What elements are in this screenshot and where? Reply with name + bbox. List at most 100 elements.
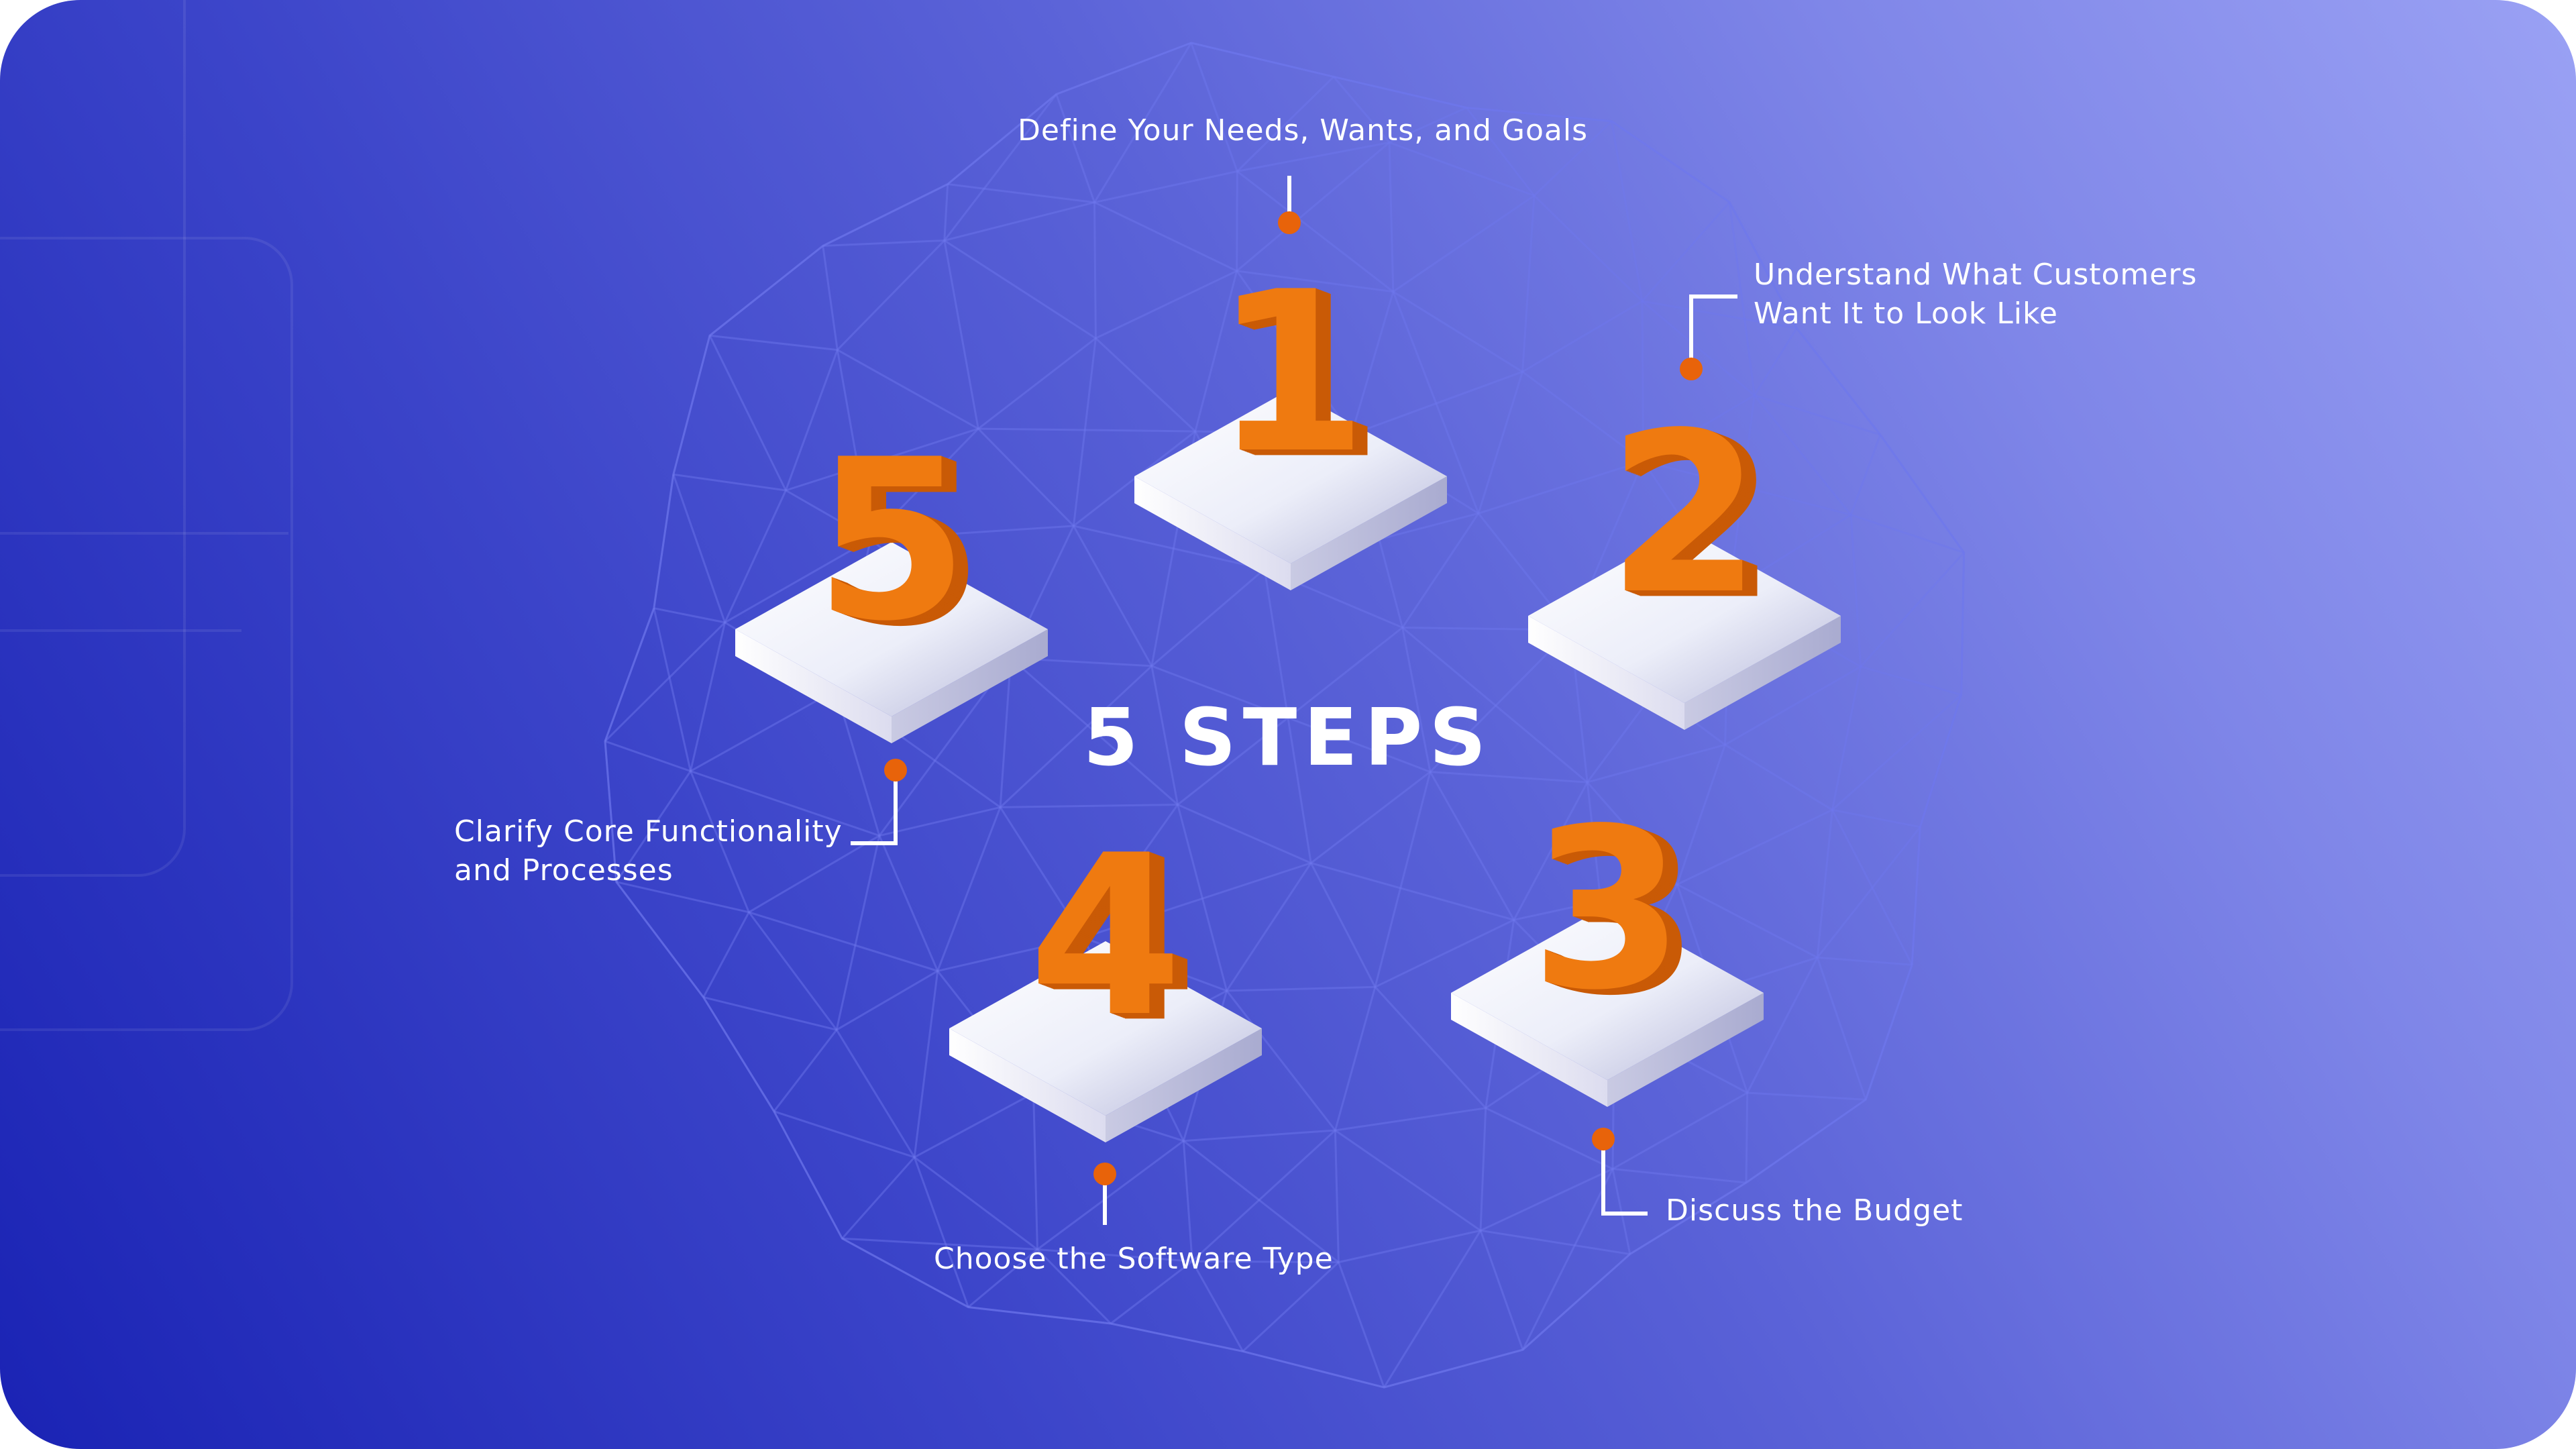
sphere-edge (1190, 42, 1238, 172)
sphere-edge (1611, 121, 1644, 302)
step-number-extrusion: 3 (1542, 786, 1697, 1043)
step-5-connector-dot (884, 759, 907, 782)
sphere-edge (1151, 665, 1289, 719)
step-5-connector-line (851, 781, 898, 845)
step-label-line: Understand What Customers (1754, 258, 2198, 292)
sphere-edge (1388, 142, 1395, 292)
step-number-extrusion: 2 (1618, 389, 1772, 647)
sphere-edge (748, 835, 880, 914)
sphere-edge (1612, 1167, 1747, 1184)
step-number-extrusion: 3 (1541, 785, 1695, 1042)
step-number-extrusion: 2 (1619, 390, 1774, 647)
sphere-edge (913, 1157, 969, 1308)
sphere-edge (1072, 338, 1097, 527)
step-number-extrusion: 2 (1612, 386, 1766, 644)
sphere-edge (653, 608, 692, 771)
step-2-number: 2 (1607, 385, 1762, 643)
sphere-edge (913, 971, 939, 1158)
sphere-edge (822, 246, 839, 350)
sphere-edge (1351, 370, 1523, 436)
sphere-edge (1754, 327, 1798, 396)
sphere-edge (1093, 42, 1192, 203)
sphere-edge (1513, 883, 1678, 921)
step-4-number: 4 (1028, 808, 1183, 1065)
platform-right-face (1607, 993, 1764, 1107)
step-number-extrusion: 1 (1220, 247, 1375, 504)
platform-left-face (1528, 616, 1684, 730)
step-number-extrusion: 4 (1040, 812, 1195, 1070)
step-number-extrusion: 4 (1030, 808, 1184, 1066)
sphere-edge (1073, 525, 1265, 570)
sphere-ring (689, 141, 1862, 1264)
sphere-edge (1401, 627, 1589, 784)
sphere-edge (1831, 809, 1913, 965)
platform-top-face (1528, 529, 1841, 703)
step-number-extrusion: 3 (1537, 784, 1691, 1041)
step-number-extrusion: 3 (1538, 784, 1692, 1041)
sphere-edge (1747, 1091, 1866, 1101)
sphere-edge (1724, 665, 1862, 746)
step-number-extrusion: 5 (821, 415, 975, 672)
step-4-connector-dot (1093, 1163, 1116, 1185)
step-number-extrusion: 3 (1535, 782, 1689, 1040)
sphere-edge (1226, 989, 1336, 1131)
sphere-edge (1287, 627, 1403, 719)
step-number-extrusion: 5 (816, 413, 971, 670)
step-number-extrusion: 2 (1614, 388, 1768, 645)
step-number-extrusion: 1 (1224, 248, 1378, 505)
step-number-extrusion: 4 (1039, 812, 1193, 1069)
step-number-extrusion: 3 (1534, 782, 1688, 1040)
sphere-edge (1832, 808, 1921, 828)
sphere-edge (1242, 1261, 1340, 1352)
step-number-extrusion: 3 (1539, 784, 1693, 1042)
step-number-extrusion: 2 (1611, 386, 1765, 644)
sphere-edge (1236, 142, 1391, 272)
connectors (851, 176, 1737, 1225)
step-number-extrusion: 1 (1222, 248, 1377, 505)
sphere-edge (1093, 201, 1238, 272)
step-number-extrusion: 1 (1229, 250, 1383, 507)
sphere-edge (1083, 862, 1311, 939)
step-number-extrusion: 4 (1035, 810, 1189, 1068)
sphere-edge (914, 1092, 1034, 1159)
sphere-edge (615, 770, 692, 883)
step-number-extrusion: 4 (1044, 813, 1198, 1071)
sphere-edge (1177, 804, 1228, 991)
sphere-edge (1478, 460, 1644, 515)
sphere-edge (937, 936, 1084, 972)
sphere-edge (1073, 525, 1153, 667)
sphere-edge (1337, 1262, 1385, 1388)
platforms: 1111111111111112222222222222223333333333… (735, 244, 1841, 1142)
sphere-edge (703, 996, 837, 1031)
step-number-extrusion: 1 (1226, 249, 1380, 506)
sphere-edge (1309, 862, 1377, 987)
sphere-edge (1641, 301, 1645, 462)
sphere-edge (1287, 716, 1431, 773)
step-number-extrusion: 2 (1617, 388, 1772, 646)
step-number-extrusion: 3 (1543, 786, 1697, 1043)
sphere-edge (943, 184, 949, 241)
sphere-edge (1032, 1093, 1038, 1250)
step-label-line: Want It to Look Like (1754, 297, 2058, 331)
sphere-edge (1430, 771, 1588, 784)
platform-left-face (1134, 476, 1291, 590)
sphere-edge (653, 607, 725, 624)
sphere-edge (1676, 883, 1818, 959)
sphere-edge (1533, 120, 1613, 197)
step-1-label: Define Your Needs, Wants, and Goals (1018, 111, 1588, 150)
sphere-edge (1479, 1230, 1524, 1350)
sphere-edge (1036, 1140, 1185, 1250)
sphere-edge (1383, 1230, 1482, 1388)
step-number-extrusion: 1 (1221, 247, 1375, 504)
sphere-edge (1521, 1168, 1614, 1350)
sphere-edge (1194, 270, 1238, 432)
sphere-edge (1745, 1092, 1749, 1183)
sphere-edge (1817, 956, 1913, 966)
step-number-extrusion: 2 (1621, 390, 1776, 648)
step-number-extrusion: 1 (1218, 246, 1373, 503)
sphere-edge (870, 525, 1074, 541)
sphere-ring (604, 42, 1966, 1389)
